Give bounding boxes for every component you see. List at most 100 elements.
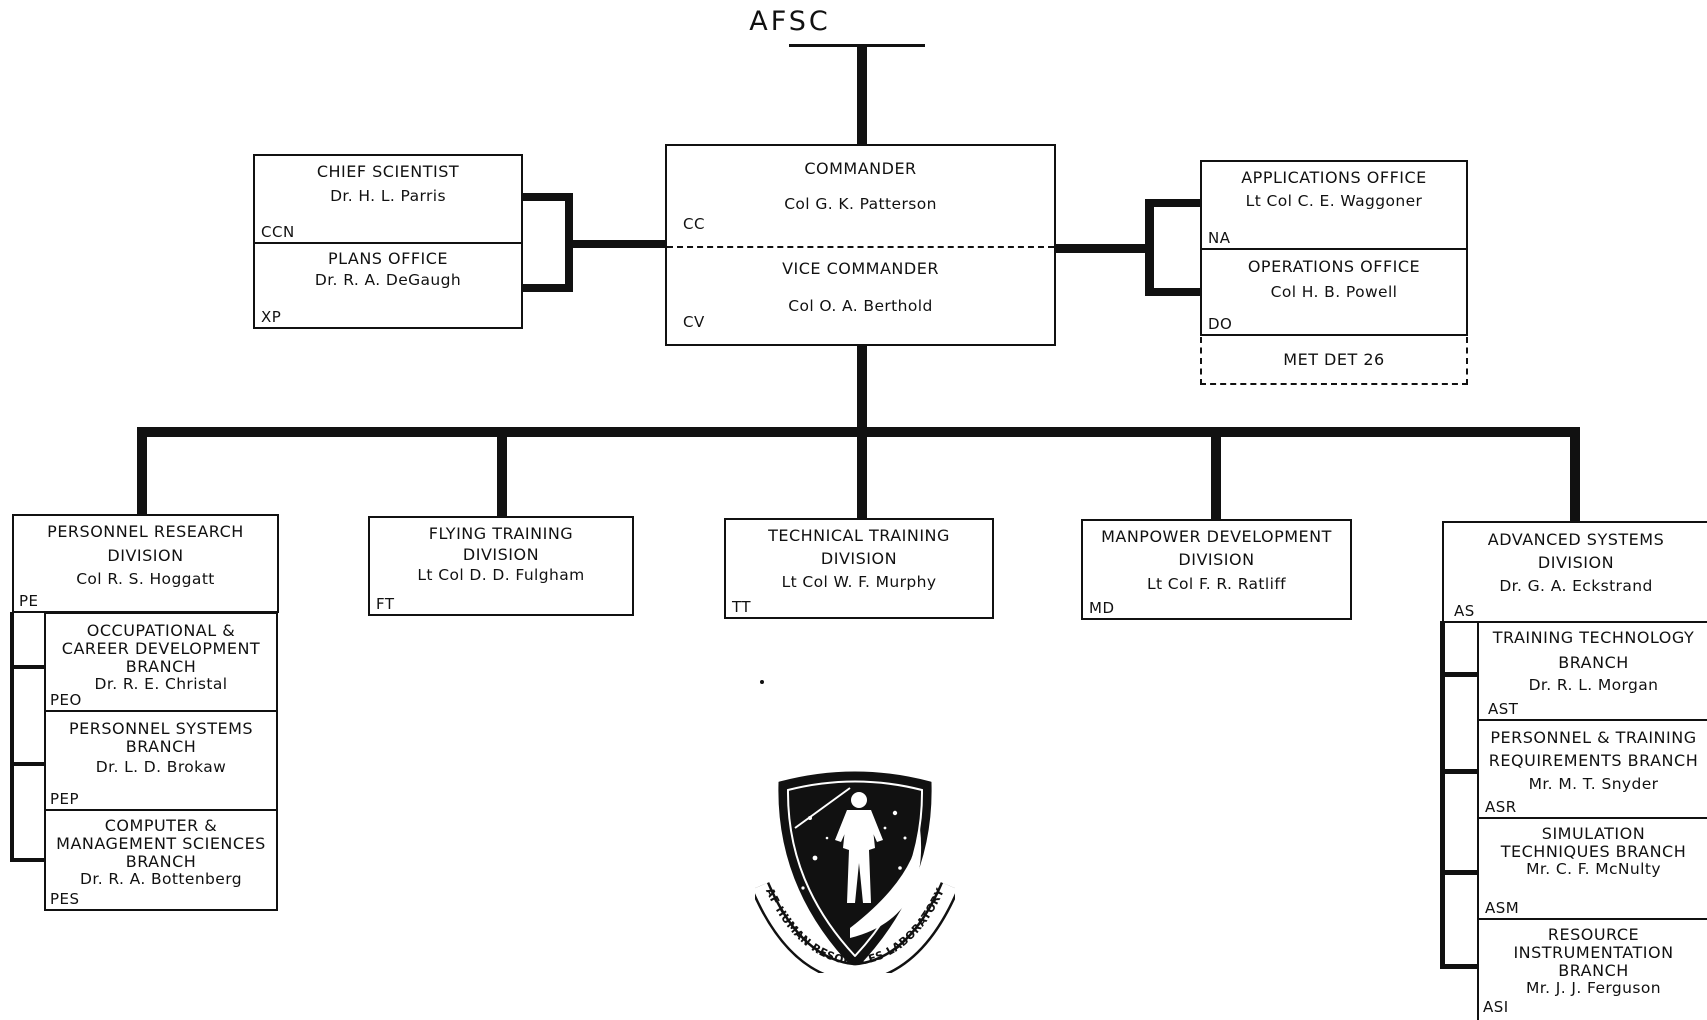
connector-left-bracket-bottom	[521, 284, 572, 292]
operations-office-code: DO	[1208, 315, 1233, 333]
plans-office-code: XP	[261, 308, 282, 326]
commander-code: CC	[683, 215, 705, 233]
advanced-systems-title-1: ADVANCED SYSTEMS	[1487, 530, 1665, 549]
technical-training-division-box: TECHNICAL TRAINING DIVISION Lt Col W. F.…	[724, 518, 994, 619]
connector-afsc-commander	[857, 46, 867, 145]
manpower-development-division-box: MANPOWER DEVELOPMENT DIVISION Lt Col F. …	[1081, 519, 1352, 620]
advanced-systems-name: Dr. G. A. Eckstrand	[1499, 577, 1653, 595]
as-branch-personnel-training-name: Mr. M. T. Snyder	[1528, 775, 1659, 793]
vice-commander-code: CV	[683, 313, 705, 331]
plans-office-name: Dr. R. A. DeGaugh	[314, 271, 462, 289]
drop-personnel-research	[137, 430, 147, 516]
chief-scientist-name: Dr. H. L. Parris	[330, 187, 446, 205]
pe-branch-computer-line-1: COMPUTER &	[104, 816, 218, 835]
as-branch-simulation-box: SIMULATION TECHNIQUES BRANCH Mr. C. F. M…	[1477, 817, 1707, 920]
chief-scientist-code: CCN	[261, 223, 295, 241]
as-branch-resource-line-2: INSTRUMENTATION	[1513, 943, 1674, 962]
chief-scientist-title: CHIEF SCIENTIST	[316, 162, 460, 181]
as-branch-tick-1	[1440, 672, 1478, 677]
applications-office-title: APPLICATIONS OFFICE	[1241, 168, 1427, 187]
drop-manpower-development	[1211, 430, 1221, 521]
technical-training-code: TT	[732, 598, 752, 616]
pe-branch-computer-line-3: BRANCH	[125, 852, 197, 871]
applications-office-code: NA	[1208, 229, 1231, 247]
flying-training-title-2: DIVISION	[462, 545, 540, 564]
operations-office-name: Col H. B. Powell	[1270, 283, 1398, 301]
as-branch-resource-name: Mr. J. J. Ferguson	[1526, 979, 1661, 997]
flying-training-name: Lt Col D. D. Fulgham	[417, 566, 585, 584]
as-branch-personnel-training-box: PERSONNEL & TRAINING REQUIREMENTS BRANCH…	[1477, 719, 1707, 819]
chief-scientist-box: CHIEF SCIENTIST Dr. H. L. Parris CCN	[253, 154, 523, 244]
as-branch-training-technology-line-1: TRAINING TECHNOLOGY	[1492, 628, 1695, 647]
flying-training-title-1: FLYING TRAINING	[428, 524, 574, 543]
advanced-systems-code: AS	[1454, 602, 1475, 620]
pe-branch-personnel-systems-name: Dr. L. D. Brokaw	[95, 758, 227, 776]
applications-office-box: APPLICATIONS OFFICE Lt Col C. E. Waggone…	[1200, 160, 1468, 250]
personnel-research-division-box: PERSONNEL RESEARCH DIVISION Col R. S. Ho…	[12, 514, 279, 613]
connector-commander-to-divisions	[857, 345, 867, 430]
as-branch-simulation-line-1: SIMULATION	[1541, 824, 1646, 843]
technical-training-title-1: TECHNICAL TRAINING	[768, 526, 950, 545]
drop-technical-training	[857, 430, 867, 520]
pe-branch-occupational-line-2: CAREER DEVELOPMENT	[61, 639, 261, 658]
pe-branch-tick-3	[10, 858, 45, 862]
print-speck	[760, 680, 764, 684]
pe-branch-computer-name: Dr. R. A. Bottenberg	[80, 870, 242, 888]
connector-right-to-commander	[1055, 244, 1150, 253]
commander-vice-divider	[667, 246, 1054, 248]
pe-branch-computer-box: COMPUTER & MANAGEMENT SCIENCES BRANCH Dr…	[44, 809, 278, 911]
plans-office-box: PLANS OFFICE Dr. R. A. DeGaugh XP	[253, 242, 523, 329]
operations-office-title: OPERATIONS OFFICE	[1247, 257, 1421, 276]
vice-commander-name: Col O. A. Berthold	[788, 297, 933, 315]
as-branch-personnel-training-line-1: PERSONNEL & TRAINING	[1490, 728, 1697, 747]
personnel-research-title-1: PERSONNEL RESEARCH	[47, 522, 244, 541]
connector-right-bracket-bottom	[1145, 288, 1202, 296]
as-branch-tick-4	[1440, 964, 1478, 969]
applications-office-name: Lt Col C. E. Waggoner	[1245, 192, 1423, 210]
as-branch-personnel-training-code: ASR	[1485, 798, 1517, 816]
commander-title: COMMANDER	[804, 159, 917, 178]
pe-branch-personnel-systems-code: PEP	[50, 790, 80, 808]
pe-branch-computer-line-2: MANAGEMENT SCIENCES	[56, 834, 266, 853]
pe-branch-occupational-code: PEO	[50, 691, 82, 709]
af-human-resources-laboratory-shield-icon: AF HUMAN RESOURCES LABORATORY	[755, 771, 955, 973]
as-branch-tick-3	[1440, 870, 1478, 875]
operations-office-box: OPERATIONS OFFICE Col H. B. Powell DO	[1200, 248, 1468, 336]
pe-branch-occupational-line-3: BRANCH	[125, 657, 197, 676]
flying-training-code: FT	[376, 595, 395, 613]
pe-branch-tick-1	[10, 665, 45, 669]
personnel-research-code: PE	[19, 592, 39, 610]
as-branch-bracket-vertical	[1440, 621, 1445, 969]
as-branch-training-technology-line-2: BRANCH	[1558, 653, 1629, 672]
pe-branch-personnel-systems-box: PERSONNEL SYSTEMS BRANCH Dr. L. D. Broka…	[44, 710, 278, 811]
connector-right-bracket-top	[1145, 199, 1202, 207]
technical-training-name: Lt Col W. F. Murphy	[781, 573, 937, 591]
manpower-development-code: MD	[1089, 599, 1115, 617]
as-branch-resource-line-1: RESOURCE	[1547, 925, 1640, 944]
connector-left-bracket-top	[521, 193, 572, 201]
personnel-research-name: Col R. S. Hoggatt	[76, 570, 215, 588]
as-branch-resource-line-3: BRANCH	[1558, 961, 1629, 980]
drop-flying-training	[497, 430, 507, 517]
advanced-systems-division-box: ADVANCED SYSTEMS DIVISION Dr. G. A. Ecks…	[1442, 521, 1707, 623]
manpower-development-title-1: MANPOWER DEVELOPMENT	[1101, 527, 1332, 546]
advanced-systems-title-2: DIVISION	[1537, 553, 1615, 572]
as-branch-tick-2	[1440, 769, 1478, 774]
as-branch-training-technology-box: TRAINING TECHNOLOGY BRANCH Dr. R. L. Mor…	[1477, 621, 1707, 721]
as-branch-simulation-code: ASM	[1485, 899, 1520, 917]
vice-commander-title: VICE COMMANDER	[782, 259, 939, 278]
pe-branch-personnel-systems-line-2: BRANCH	[125, 737, 197, 756]
technical-training-title-2: DIVISION	[820, 549, 898, 568]
afsc-bar	[789, 44, 925, 47]
manpower-development-title-2: DIVISION	[1178, 550, 1255, 569]
connector-right-bracket-vertical	[1145, 199, 1154, 296]
drop-advanced-systems	[1570, 430, 1580, 523]
as-branch-personnel-training-line-2: REQUIREMENTS BRANCH	[1488, 751, 1699, 770]
met-det-26-label: MET DET 26	[1283, 350, 1385, 369]
pe-branch-personnel-systems-line-1: PERSONNEL SYSTEMS	[68, 719, 254, 738]
commander-box: COMMANDER Col G. K. Patterson CC VICE CO…	[665, 144, 1056, 346]
afsc-label: AFSC	[749, 6, 831, 37]
manpower-development-name: Lt Col F. R. Ratliff	[1146, 575, 1287, 593]
pe-branch-computer-code: PES	[50, 890, 80, 908]
